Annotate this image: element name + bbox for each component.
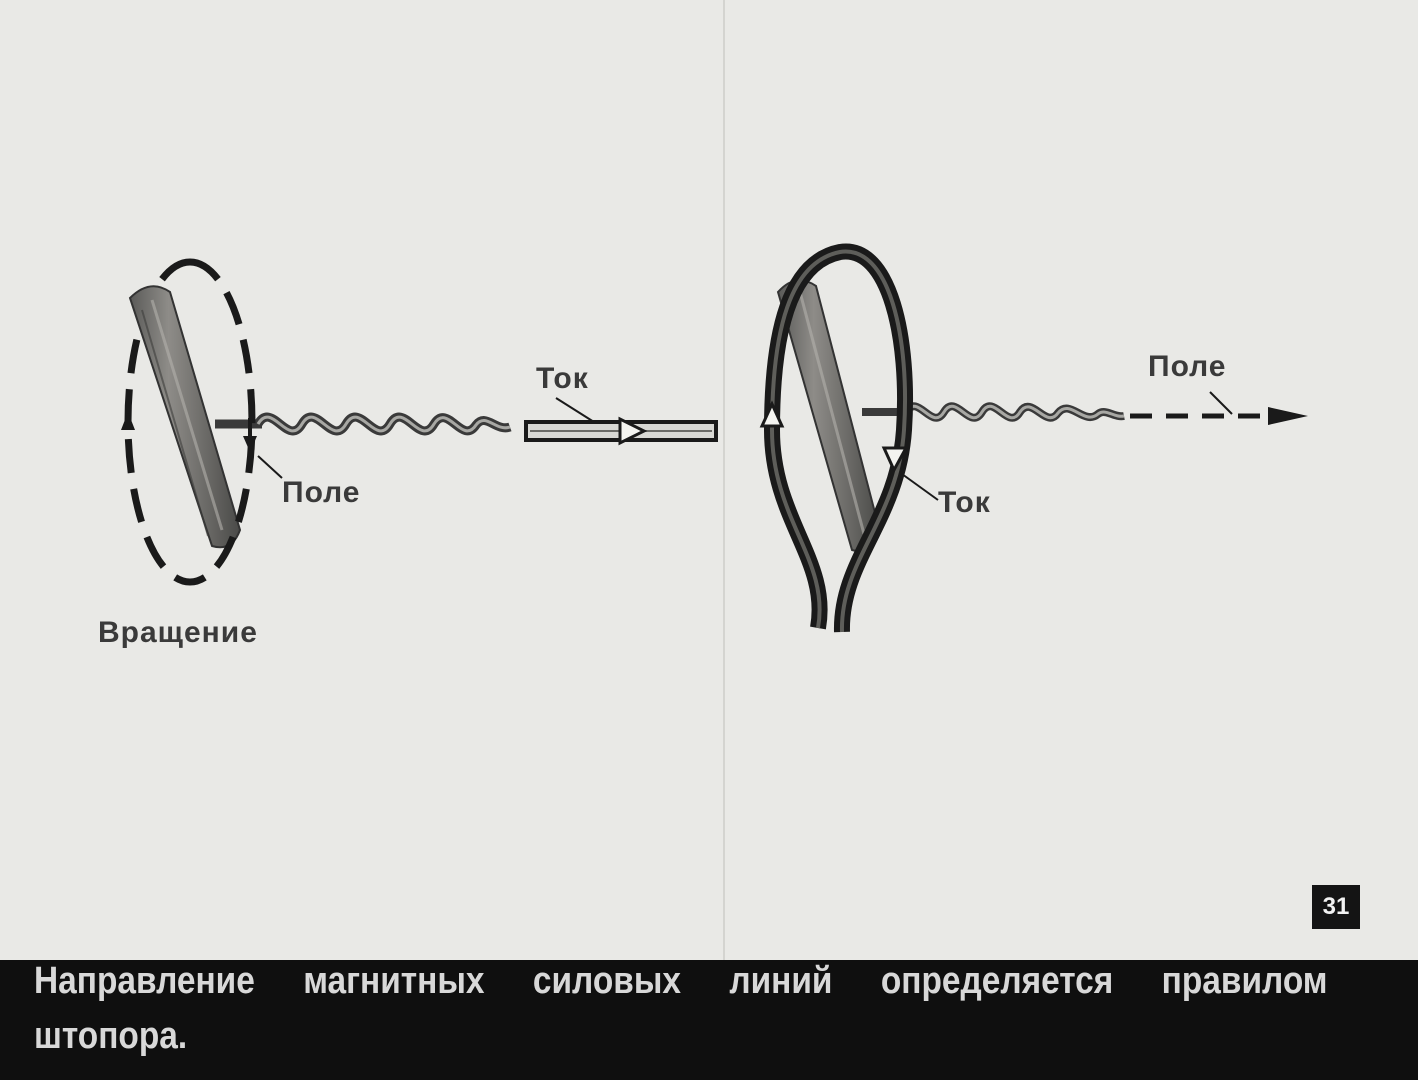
coil-current-leader-line xyxy=(901,473,939,501)
current-conductor xyxy=(524,397,718,446)
field-leader-line xyxy=(1209,391,1233,415)
caption-word: Направление xyxy=(34,960,255,1002)
diagram-panel: Вращение Поле Ток Поле Ток 31 xyxy=(0,0,1418,960)
current-leader-line xyxy=(555,397,595,423)
left-corkscrew xyxy=(121,258,512,586)
rotation-arrow-icon xyxy=(121,412,135,430)
right-field-label: Поле xyxy=(1148,350,1227,383)
field-arrow-icon xyxy=(243,436,257,452)
current-label: Ток xyxy=(536,362,589,395)
left-field-label: Поле xyxy=(282,476,361,509)
field-arrow-icon xyxy=(1268,407,1308,425)
caption-word: силовых xyxy=(532,960,681,1002)
slide-number-badge: 31 xyxy=(1312,885,1360,929)
caption-bar xyxy=(0,960,1418,1080)
rotation-label: Вращение xyxy=(98,616,258,649)
caption-word: правилом xyxy=(1161,960,1328,1002)
field-leader-line xyxy=(257,455,283,479)
coil-current-down-icon xyxy=(881,446,909,474)
corkscrew-handle xyxy=(128,285,242,549)
coil-current-up-icon xyxy=(759,400,785,428)
caption-word: магнитных xyxy=(303,960,485,1002)
right-corkscrew-coil xyxy=(759,243,1308,633)
caption-word: линий xyxy=(729,960,833,1002)
caption-word: определяется xyxy=(880,960,1114,1002)
right-current-label: Ток xyxy=(938,486,991,519)
caption-line-2: штопора. xyxy=(34,1015,188,1057)
caption-line-1: Направление магнитных силовых линий опре… xyxy=(34,960,1328,1003)
current-arrow-icon xyxy=(618,416,648,446)
corkscrew-diagram xyxy=(121,0,1308,960)
